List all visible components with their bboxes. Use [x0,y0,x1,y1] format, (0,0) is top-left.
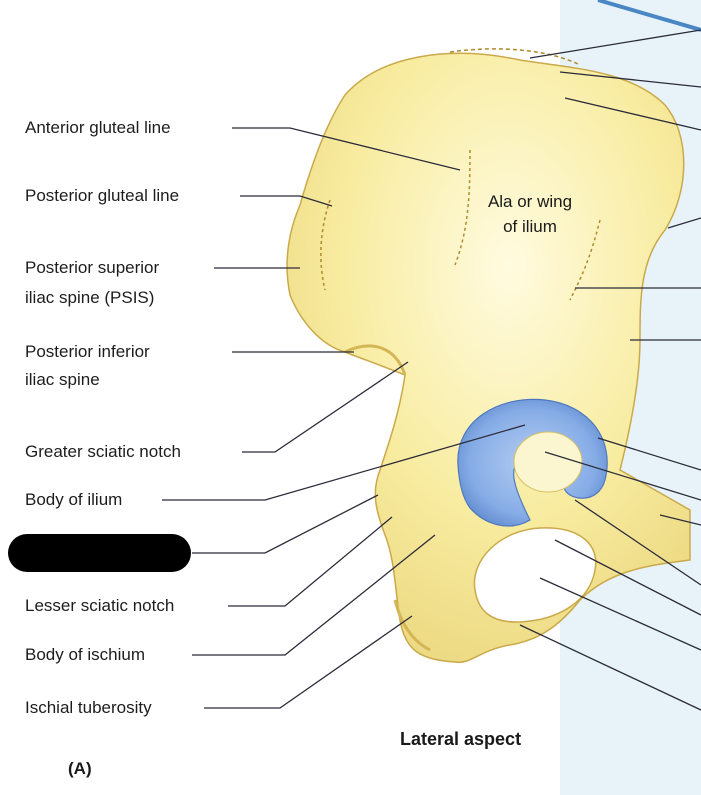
label-piis-line1: Posterior inferior [25,342,150,362]
label-psis-line2: iliac spine (PSIS) [25,288,154,308]
label-psis-line1: Posterior superior [25,258,159,278]
label-ala-of-ilium-line1: Ala or wing [455,190,605,213]
label-ischial-tuberosity: Ischial tuberosity [25,698,152,718]
label-body-of-ischium: Body of ischium [25,645,145,665]
leader-redacted [192,495,378,553]
label-lesser-sciatic-notch: Lesser sciatic notch [25,596,174,616]
caption-panel: (A) [68,759,92,779]
leader-greater-sciatic-notch [242,362,408,452]
acetabular-fossa [514,432,582,492]
redacted-label [8,534,191,572]
label-anterior-gluteal-line: Anterior gluteal line [25,118,171,138]
label-posterior-gluteal-line: Posterior gluteal line [25,186,179,206]
label-greater-sciatic-notch: Greater sciatic notch [25,442,181,462]
leader-ischial-tuberosity [204,616,412,708]
label-piis-line2: iliac spine [25,370,100,390]
caption-view: Lateral aspect [400,729,521,750]
label-body-of-ilium: Body of ilium [25,490,122,510]
label-ala-of-ilium-line2: of ilium [455,215,605,238]
